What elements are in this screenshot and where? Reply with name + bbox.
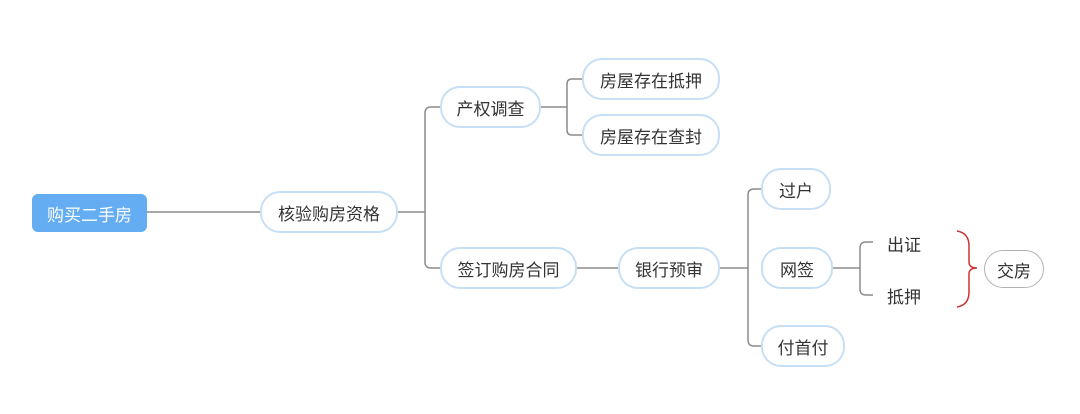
edge-sign-children <box>833 241 873 296</box>
node-transfer[interactable]: 过户 <box>761 168 831 210</box>
node-pledge[interactable]: 抵押 <box>887 287 921 308</box>
node-verify-eligibility[interactable]: 核验购房资格 <box>260 191 398 233</box>
root-node[interactable]: 购买二手房 <box>32 194 147 232</box>
edge-property-subitems <box>541 78 582 136</box>
node-sealed-exists[interactable]: 房屋存在查封 <box>582 114 720 156</box>
node-certificate[interactable]: 出证 <box>887 235 921 256</box>
node-property-check[interactable]: 产权调查 <box>440 86 541 128</box>
edge-bank-children <box>720 188 761 347</box>
node-mortgage-exists[interactable]: 房屋存在抵押 <box>582 58 720 100</box>
summary-brace <box>956 230 978 308</box>
node-handover[interactable]: 交房 <box>984 250 1044 288</box>
node-down-payment[interactable]: 付首付 <box>761 325 845 367</box>
node-bank-review[interactable]: 银行预审 <box>618 247 720 289</box>
node-online-sign[interactable]: 网签 <box>761 247 833 289</box>
edge-verify-branches <box>398 106 440 269</box>
node-sign-contract[interactable]: 签订购房合同 <box>440 247 577 289</box>
